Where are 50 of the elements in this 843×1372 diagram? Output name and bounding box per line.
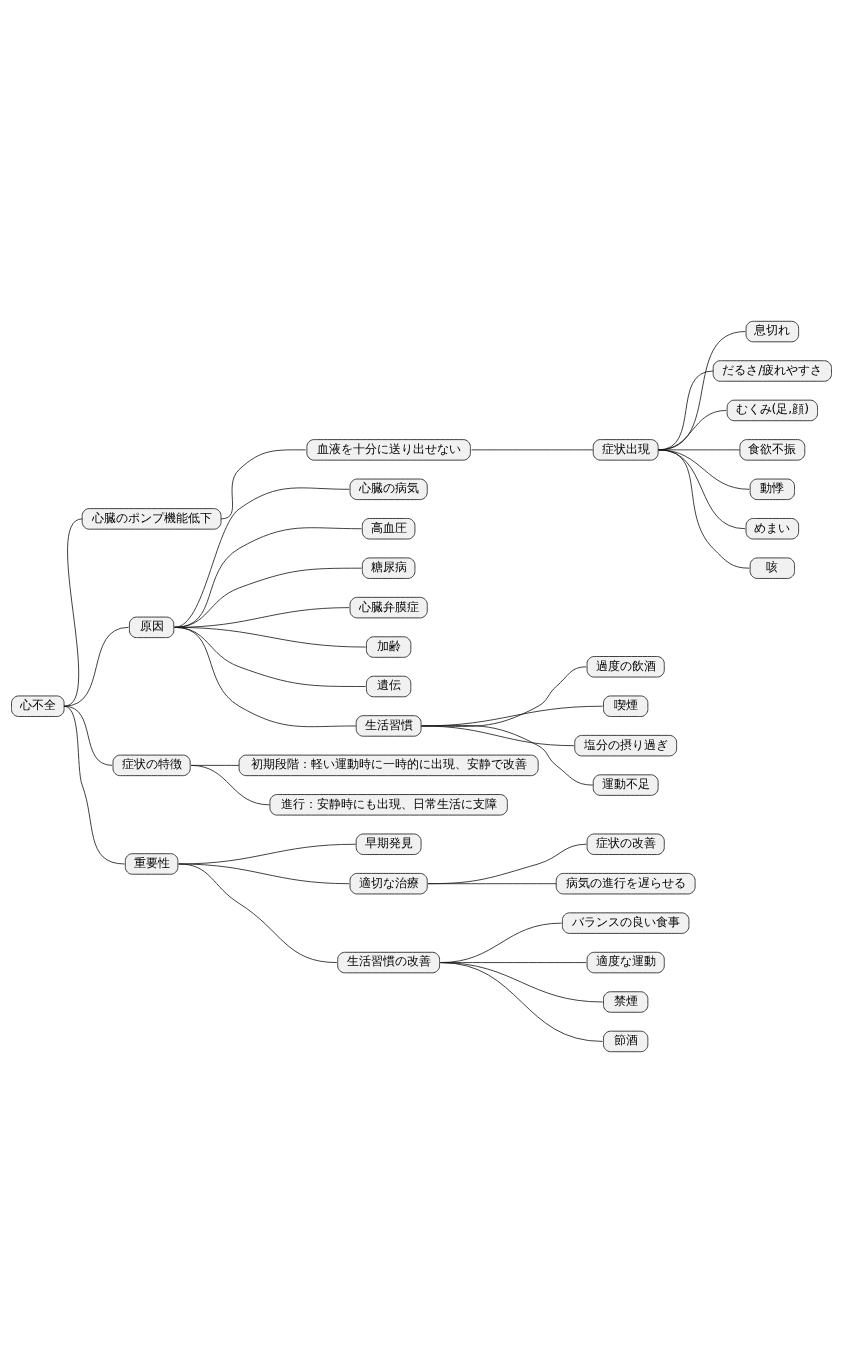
node-box: 早期発見	[355, 833, 422, 855]
node-box: 禁煙	[603, 990, 649, 1013]
node-box: 節酒	[603, 1030, 649, 1052]
node-box: 息切れ	[745, 320, 800, 342]
connector	[658, 448, 750, 569]
node-box: 動悸	[749, 478, 795, 500]
connector	[220, 448, 307, 519]
connector	[174, 526, 362, 628]
connector	[63, 705, 125, 864]
node-box: むくみ(足,顔)	[726, 399, 818, 421]
connector	[471, 448, 594, 450]
node-box: 生活習慣	[355, 714, 422, 737]
node-box: 進行：安静時にも出現、日常生活に支障	[269, 793, 508, 815]
connector	[174, 626, 357, 727]
node-box: 病気の進行を遅らせる	[555, 872, 696, 894]
node-box: 症状の特徴	[112, 754, 191, 776]
node-box: 喫煙	[603, 695, 649, 717]
node-box: 初期段階：軽い運動時に一時的に出現、安静で改善	[238, 754, 539, 776]
connector	[440, 961, 604, 1042]
node-box: 咳	[749, 557, 795, 579]
node-box: 心臓のポンプ機能低下	[81, 507, 222, 530]
node-box: 心不全	[11, 695, 65, 717]
node-box: 塩分の摂り過ぎ	[574, 734, 678, 756]
node-box: 食欲不振	[739, 438, 806, 461]
connector	[427, 882, 557, 884]
connector	[174, 487, 350, 628]
connector	[63, 626, 129, 707]
node-box: 症状出現	[592, 438, 659, 461]
node-box: 糖尿病	[361, 557, 416, 579]
connector	[190, 764, 270, 805]
node-box: 運動不足	[592, 773, 659, 796]
node-box: 原因	[129, 616, 175, 638]
node-box: 適度な運動	[586, 951, 665, 973]
node-box: 遺伝	[366, 675, 412, 697]
connector	[421, 724, 594, 785]
node-box: 過度の飲酒	[586, 655, 665, 677]
node-box: 症状の改善	[586, 833, 665, 855]
node-box: だるさ/疲れやすさ	[712, 359, 832, 382]
node-box: 適切な治療	[349, 872, 428, 894]
node-box: 心臓弁膜症	[349, 596, 428, 618]
node-box: 生活習慣の改善	[337, 951, 440, 973]
node-box: 加齢	[366, 635, 412, 658]
connector	[427, 843, 587, 884]
node-box: 血液を十分に送り出せない	[306, 438, 471, 461]
node-box: 心臓の病気	[349, 478, 428, 500]
connector	[178, 863, 338, 963]
node-box: 高血圧	[361, 517, 416, 539]
node-box: 重要性	[124, 852, 179, 875]
node-box: めまい	[745, 517, 800, 539]
node-box: バランスの良い食事	[562, 911, 690, 934]
